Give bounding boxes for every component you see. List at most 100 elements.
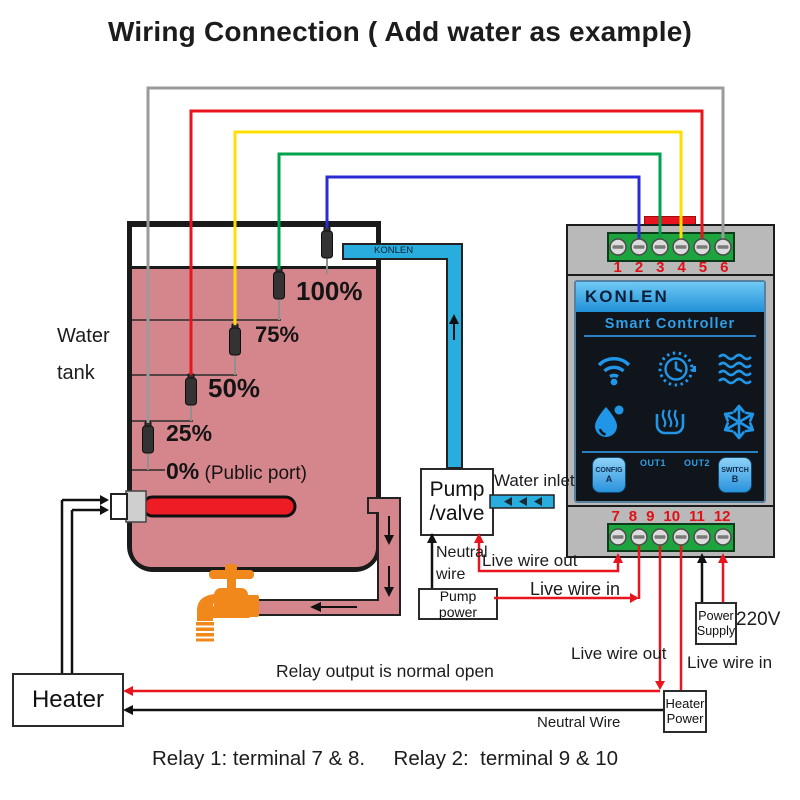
- wire-blue-100pct: [325, 175, 641, 247]
- terminal-7-label: 7: [611, 508, 620, 525]
- heater-live-wire-out-label: Live wire out: [571, 644, 667, 663]
- water-drop-icon: [588, 402, 628, 442]
- heating-icon: [650, 402, 690, 442]
- pump-live-wire-in-label: Live wire in: [530, 579, 621, 599]
- controller-screen: KONLEN Smart Controller: [574, 280, 766, 503]
- heating-element: [110, 490, 297, 523]
- level-75-label: 75%: [255, 322, 300, 347]
- level-0-label: 0% (Public port): [166, 458, 307, 485]
- water-waves-icon: [716, 349, 756, 389]
- power-supply-line1: Power: [698, 609, 734, 624]
- pump-valve-line2: /valve: [429, 502, 485, 525]
- terminal-5-label: 5: [698, 259, 708, 276]
- fill-pipe: [342, 243, 463, 469]
- terminal-10-label: 10: [663, 508, 681, 525]
- faucet: [196, 564, 259, 642]
- page-title: Wiring Connection ( Add water as example…: [107, 16, 693, 47]
- level-100-label: 100%: [296, 276, 363, 306]
- controller-section-line-top: [568, 274, 773, 276]
- wifi-icon: [594, 348, 634, 388]
- wire-red-25pct: [189, 109, 704, 375]
- flow-arrow-left-icon: [310, 602, 321, 612]
- arrow-right-icon: [100, 505, 109, 515]
- terminal-9-label: 9: [646, 508, 655, 525]
- flow-arrow-up-icon: [449, 314, 459, 324]
- arrow-up-icon: [697, 553, 707, 563]
- pump-live-wire-out-label: Live wire out: [482, 551, 578, 570]
- power-supply-line2: Supply: [696, 623, 736, 638]
- screen-divider-bottom: [582, 451, 758, 453]
- level-25-label: 25%: [166, 420, 213, 446]
- timer-dial-icon: [657, 349, 697, 389]
- pump-valve-box: Pump /valve: [420, 468, 494, 536]
- level-0-value: 0%: [166, 458, 200, 484]
- pump-neutral-label-line2: wire: [436, 566, 466, 583]
- config-a-button: CONFIG A: [592, 457, 626, 493]
- flow-arrow-down-icon: [384, 535, 394, 545]
- heater-power-box: Heater Power: [663, 690, 707, 733]
- arrow-left-icon: [123, 705, 133, 715]
- power-supply-box: Power Supply: [695, 602, 737, 645]
- arrow-right-icon: [630, 593, 639, 603]
- voltage-label: 220V: [736, 609, 781, 630]
- terminal-3-label: 3: [656, 259, 665, 276]
- flow-arrow-down-icon: [384, 587, 394, 597]
- terminal-12-label: 12: [713, 508, 731, 525]
- relay-output-note: Relay output is normal open: [276, 661, 494, 681]
- wire-yellow-50pct: [233, 130, 683, 325]
- config-a-button-letter: A: [605, 473, 613, 484]
- screen-divider-top: [584, 335, 756, 337]
- relay-terminal-caption: Relay 1: terminal 7 & 8. Relay 2: termin…: [152, 747, 619, 770]
- terminal-block-bottom: [607, 523, 735, 552]
- terminal-2-label: 2: [634, 259, 644, 276]
- pump-valve-line1: Pump: [429, 477, 485, 501]
- power-wires: [60, 495, 728, 715]
- terminal-1-label: 1: [613, 259, 622, 276]
- flow-arrow-left-icon: [519, 497, 527, 506]
- flow-arrow-left-icon: [504, 497, 512, 506]
- smart-controller: 1 2 3 4 5 6 7 8 9 10 11 12 KONLEN Smart …: [566, 224, 775, 558]
- terminal-4-label: 4: [677, 259, 686, 276]
- screen-title: Smart Controller: [604, 316, 736, 332]
- out1-label: OUT1: [640, 458, 667, 468]
- arrow-up-icon: [718, 553, 728, 563]
- snowflake-icon: [719, 402, 759, 442]
- water-inlet-label: Water inlet: [494, 471, 575, 490]
- terminal-numbers-top: 1 2 3 4 5 6: [607, 259, 735, 276]
- pipe-brand-label: KONLEN: [374, 245, 414, 256]
- pump-power-label: Pump power: [438, 587, 478, 620]
- level-0-suffix: (Public port): [199, 463, 307, 484]
- water-tank-label-line2: tank: [57, 362, 95, 384]
- arrow-up-icon: [427, 533, 437, 543]
- level-sensors: [142, 226, 333, 470]
- wire-green-75pct: [277, 152, 662, 269]
- level-50-label: 50%: [208, 373, 261, 403]
- heater-power-line1: Heater: [665, 695, 705, 711]
- wire-gray-0pct: [146, 86, 725, 423]
- terminal-block-top: [607, 232, 735, 262]
- pump-power-box: Pump power: [418, 588, 498, 620]
- water-tank-label-line1: Water: [57, 325, 110, 347]
- heater-neutral-wire-label: Neutral Wire: [537, 714, 621, 731]
- arrow-left-icon: [123, 686, 133, 696]
- config-a-button-label: CONFIG: [595, 466, 623, 474]
- sensor-wires: [146, 86, 725, 423]
- arrow-down-icon: [655, 681, 665, 690]
- arrow-up-icon: [613, 553, 623, 563]
- arrow-up-icon: [474, 533, 484, 543]
- heater-live-wire-in-label: Live wire in: [687, 653, 773, 672]
- switch-b-button: SWITCH B: [718, 457, 752, 493]
- water-tank: [127, 221, 381, 572]
- switch-b-button-label: SWITCH: [721, 466, 749, 474]
- heater-label: Heater: [31, 686, 105, 714]
- terminal-numbers-bottom: 7 8 9 10 11 12: [607, 508, 735, 525]
- terminal-11-label: 11: [689, 508, 705, 525]
- brand-header: KONLEN: [576, 282, 764, 312]
- terminal-6-label: 6: [720, 259, 729, 276]
- heater-box: Heater: [12, 673, 124, 727]
- terminal-8-label: 8: [628, 508, 638, 525]
- flow-arrow-left-icon: [534, 497, 542, 506]
- water-inlet-pipe: [489, 494, 555, 509]
